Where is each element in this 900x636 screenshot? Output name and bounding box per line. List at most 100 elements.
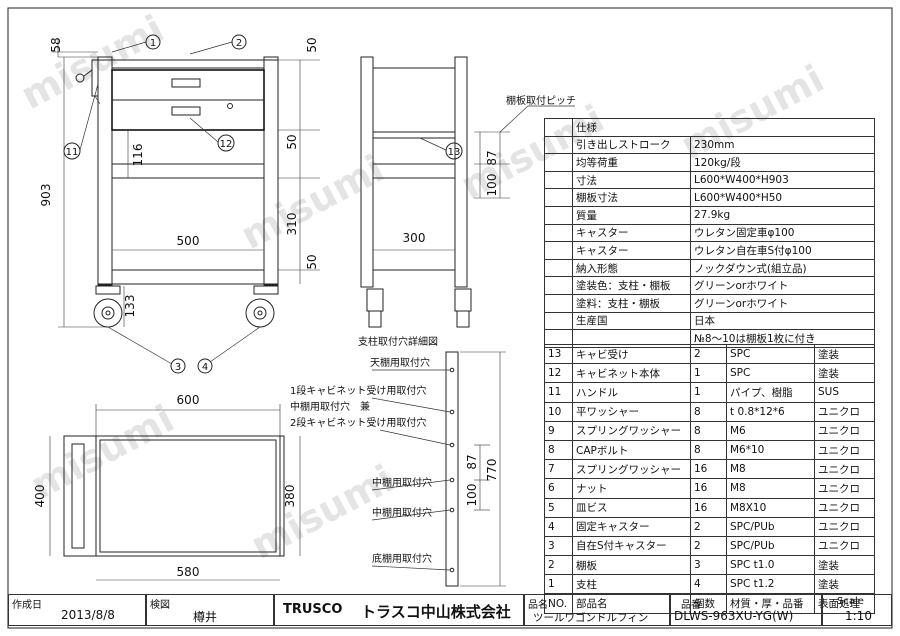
parts-cell-name: 自在S付キャスター (572, 535, 691, 557)
svg-text:310: 310 (285, 213, 299, 236)
parts-cell-name: 棚板 (572, 555, 691, 576)
created-date: 2013/8/8 (61, 608, 115, 622)
parts-cell-fin: ユニクロ (814, 459, 875, 480)
svg-text:1段キャビネット受け用取付穴: 1段キャビネット受け用取付穴 (290, 384, 426, 397)
parts-cell-mat: SPC/PUb (726, 516, 815, 537)
parts-cell-name: ハンドル (572, 382, 691, 403)
sheet-border (7, 7, 893, 629)
parts-cell-name: スプリングワッシャー (572, 459, 691, 480)
parts-cell-fin: ユニクロ (814, 497, 875, 518)
top-view (49, 404, 301, 581)
parts-cell-no: 7 (544, 459, 573, 480)
parts-cell-qty: 1 (690, 382, 727, 403)
callouts: 1 2 3 4 11 12 13 (63, 34, 463, 374)
svg-text:13: 13 (448, 147, 461, 158)
parts-cell-mat: SPC t1.0 (726, 555, 815, 576)
parts-cell-name: 支柱 (572, 574, 691, 595)
parts-cell-fin: 塗装 (814, 555, 875, 576)
callout-11 (63, 142, 81, 160)
svg-text:棚板取付ピッチ: 棚板取付ピッチ (506, 94, 576, 107)
front-view (52, 38, 320, 328)
parts-cell-name: 皿ビス (572, 497, 691, 518)
parts-cell-qty: 2 (690, 535, 727, 557)
spec-row: 納入形態ノックダウン式(組立品) (544, 258, 876, 278)
parts-cell-mat: t 0.8*12*6 (726, 401, 815, 422)
parts-cell-name: キャビ受け (572, 343, 691, 365)
parts-cell-mat: SPC/PUb (726, 535, 815, 557)
parts-cell-qty: 8 (690, 420, 727, 441)
parts-cell-mat: M6*10 (726, 439, 815, 461)
parts-cell-name: 平ワッシャー (572, 401, 691, 422)
svg-text:2段キャビネット受け用取付穴: 2段キャビネット受け用取付穴 (290, 416, 426, 429)
parts-header-qty: 個数 (690, 593, 727, 614)
svg-text:87: 87 (485, 150, 499, 165)
parts-cell-mat: M8X10 (726, 497, 815, 518)
scale-cell: Scale 1:10 (822, 594, 892, 626)
parts-cell-no: 6 (544, 478, 573, 499)
svg-text:50: 50 (285, 134, 299, 149)
parts-cell-fin: ユニクロ (814, 420, 875, 441)
svg-text:底棚用取付穴: 底棚用取付穴 (372, 552, 432, 565)
company-cell: TRUSCO トラスコ中山株式会社 (274, 594, 524, 626)
title-block: 作成日 2013/8/8 検図 樽井 TRUSCO トラスコ中山株式会社 品名 … (8, 594, 892, 626)
svg-text:400: 400 (33, 485, 47, 508)
parts-cell-name: ナット (572, 478, 691, 499)
spec-row: 生産国日本 (544, 311, 876, 331)
parts-cell-fin: ユニクロ (814, 401, 875, 422)
checker-name: 樽井 (193, 610, 218, 624)
svg-text:770: 770 (485, 459, 499, 482)
company-name: トラスコ中山株式会社 (361, 603, 511, 621)
post-hole-detail (371, 351, 506, 587)
svg-text:中棚用取付穴 兼: 中棚用取付穴 兼 (290, 400, 370, 413)
checked-label: 検図 (150, 600, 170, 611)
parts-cell-qty: 8 (690, 439, 727, 461)
svg-text:100: 100 (465, 484, 479, 507)
scale-value: 1:10 (845, 609, 872, 623)
parts-cell-no: 3 (544, 535, 573, 557)
parts-cell-mat: SPC t1.2 (726, 574, 815, 595)
spec-row: 塗装色：支柱・棚板グリーンorホワイト (544, 276, 876, 295)
dimension-labels: 58 50 903 116 50 310 50 500 133 300 87 1… (33, 37, 499, 579)
parts-cell-no: 9 (544, 420, 573, 441)
svg-text:58: 58 (49, 37, 63, 52)
annotation-labels: 棚板取付ピッチ 支柱取付穴詳細図 天棚用取付穴 1段キャビネット受け用取付穴 中… (290, 94, 576, 565)
svg-text:4: 4 (202, 362, 208, 373)
parts-cell-fin: 塗装 (814, 363, 875, 384)
svg-text:600: 600 (177, 393, 200, 407)
parts-cell-mat: M6 (726, 420, 815, 441)
parts-cell-fin: ユニクロ (814, 516, 875, 537)
parts-cell-name: 固定キャスター (572, 516, 691, 537)
parts-cell-qty: 3 (690, 555, 727, 576)
callout-1 (145, 34, 161, 50)
created-cell: 作成日 2013/8/8 (8, 594, 146, 626)
name-label: 品名 (528, 600, 548, 611)
parts-cell-mat: SPC (726, 343, 815, 365)
parts-cell-no: 10 (544, 401, 573, 422)
spec-header: 仕様 (571, 118, 876, 137)
parts-cell-name: キャビネット本体 (572, 363, 691, 384)
svg-text:87: 87 (465, 454, 479, 469)
spec-row: キャスターウレタン自在車S付φ100 (544, 241, 876, 260)
parts-cell-qty: 2 (690, 343, 727, 365)
parts-cell-mat: パイプ、樹脂 (726, 382, 815, 403)
svg-text:500: 500 (177, 234, 200, 248)
created-label: 作成日 (12, 600, 42, 611)
parts-cell-qty: 1 (690, 363, 727, 384)
svg-text:116: 116 (131, 144, 145, 167)
partno-label: 品番 (681, 600, 701, 611)
parts-cell-no: 8 (544, 439, 573, 461)
